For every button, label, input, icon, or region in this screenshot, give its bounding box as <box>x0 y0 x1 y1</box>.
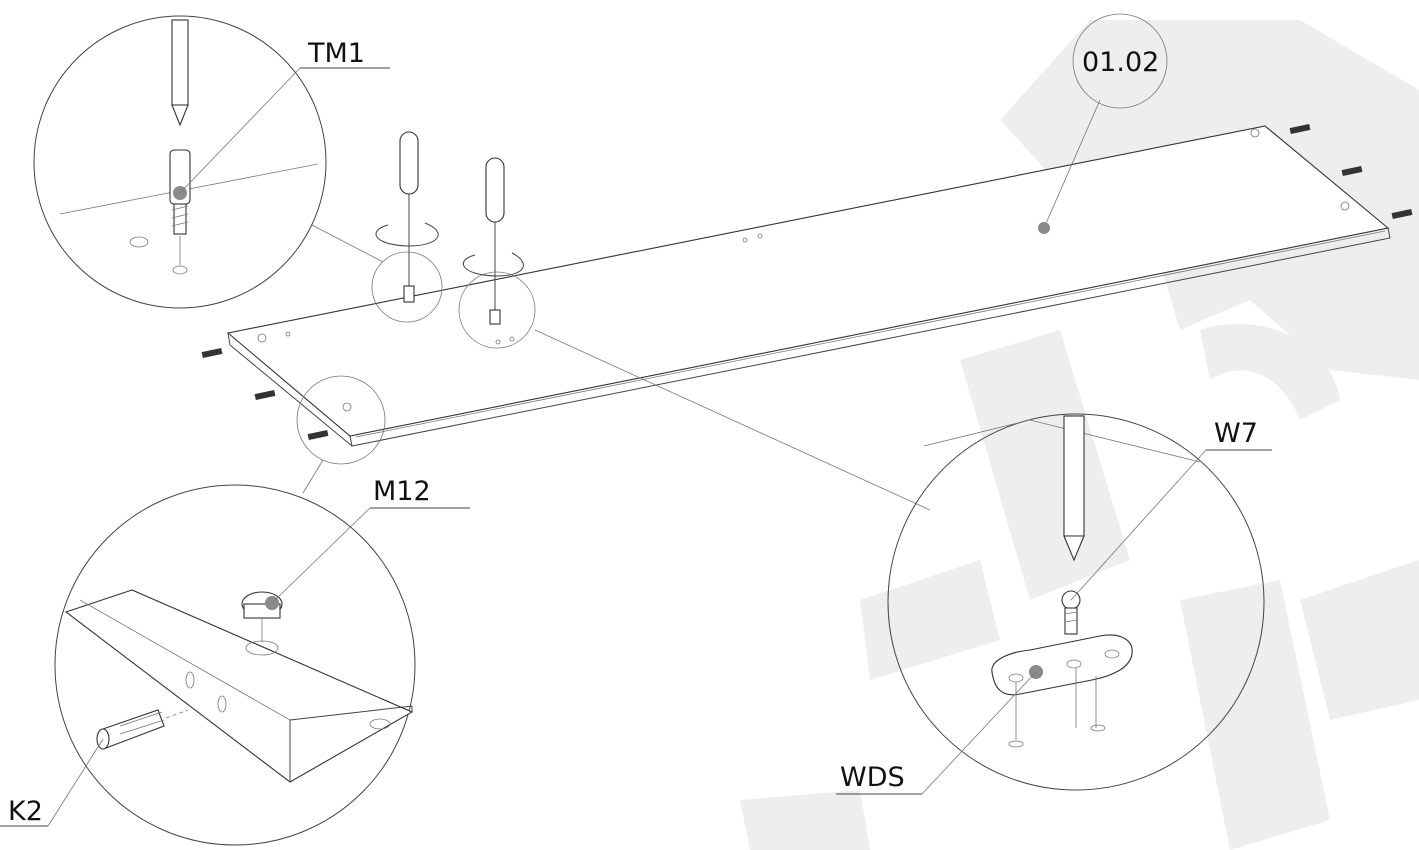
callout-tm1: TM1 <box>307 38 365 69</box>
dowel-icon <box>201 123 1413 441</box>
part-number-dot <box>1038 222 1050 234</box>
part-number-label: 01.02 <box>1082 47 1159 78</box>
callout-k2: K2 <box>8 796 43 827</box>
callout-wds: WDS <box>840 762 905 793</box>
detail-circle-wds <box>887 413 1265 791</box>
detail-circle-tm1-small <box>371 251 443 323</box>
rotation-arrow-icon <box>375 222 524 277</box>
shelf-panel <box>226 125 1391 447</box>
screwdriver-icon <box>399 131 505 325</box>
callout-w7: W7 <box>1214 418 1258 449</box>
detail-circle-wds-small <box>458 271 536 349</box>
detail-circle-m12 <box>54 484 416 846</box>
furniture-plate-icon <box>991 634 1133 696</box>
part-number-leader <box>1043 99 1101 229</box>
dowel-icon <box>96 709 189 750</box>
detail-circle-m12-small <box>296 375 386 465</box>
callout-m12: M12 <box>373 476 431 507</box>
part-number-circle <box>1072 13 1168 109</box>
wood-screw-icon <box>1061 590 1081 635</box>
connector-bolt-icon <box>169 149 191 235</box>
detail-circle-tm1 <box>33 15 327 309</box>
